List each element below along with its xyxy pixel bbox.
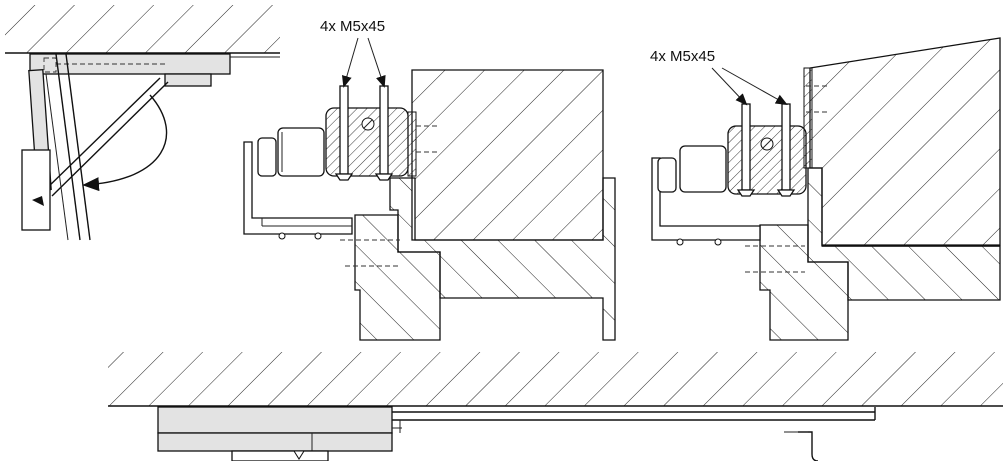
roller-left [257, 137, 277, 177]
leader-line-right-b [721, 67, 788, 105]
section-detail-right: 4x M5x45 [650, 37, 1001, 341]
leader-line-right-a [711, 67, 748, 106]
ceiling-hatch-left [5, 5, 280, 53]
arm-block [164, 73, 212, 87]
bolt-callout-right: 4x M5x45 [650, 48, 715, 65]
motor-housing-right [679, 145, 727, 193]
clamp-block-right [727, 125, 807, 195]
leader-line-left-b [367, 37, 386, 88]
track-detail [108, 352, 1003, 461]
roller-right [657, 157, 677, 193]
operator-housing-bottom [157, 432, 393, 452]
door-arm-detail [5, 5, 280, 241]
diagonal-arm [44, 77, 161, 191]
wall-block-right [809, 37, 1001, 246]
section-detail-left: 4x M5x45 [243, 18, 616, 341]
wall-block-left [411, 69, 604, 241]
door-edge-line [55, 53, 81, 241]
swing-arrow [82, 94, 168, 192]
lower-bracket [21, 149, 51, 231]
bracket-l-left [243, 141, 353, 235]
bolt-callout-left: 4x M5x45 [320, 18, 385, 35]
leader-line-left-a [342, 37, 359, 88]
ceiling-hatch-bottom [108, 352, 1003, 406]
cable-end [798, 431, 819, 461]
motor-housing-left [277, 127, 325, 177]
carriage-base [231, 450, 329, 461]
operator-housing-top [157, 406, 393, 434]
